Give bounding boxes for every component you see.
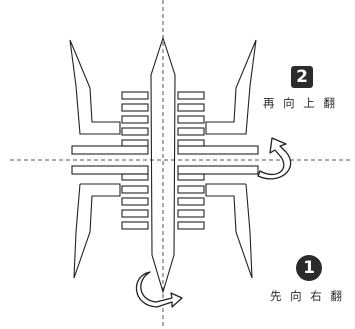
step-2-label: 再 向 上 翻 (263, 96, 338, 110)
left-top-arm (69, 39, 121, 135)
top-left-comb (121, 91, 149, 136)
step-2-badge: 2 (291, 66, 313, 88)
top-right-comb (177, 91, 205, 136)
bottom-right-comb (177, 185, 205, 230)
left-bottom-arm (73, 183, 121, 279)
central-spine (150, 36, 176, 294)
bottom-left-comb (121, 185, 149, 230)
step-1-label: 先 向 右 翻 (270, 289, 345, 303)
paper-outline (69, 36, 259, 294)
middle-strips (71, 139, 259, 181)
step-1-badge: 1 (296, 255, 322, 281)
fold-up-arrow-icon (257, 137, 292, 180)
right-bottom-arm (205, 183, 253, 279)
right-top-arm (205, 39, 257, 135)
fold-right-arrow-icon (135, 271, 183, 308)
